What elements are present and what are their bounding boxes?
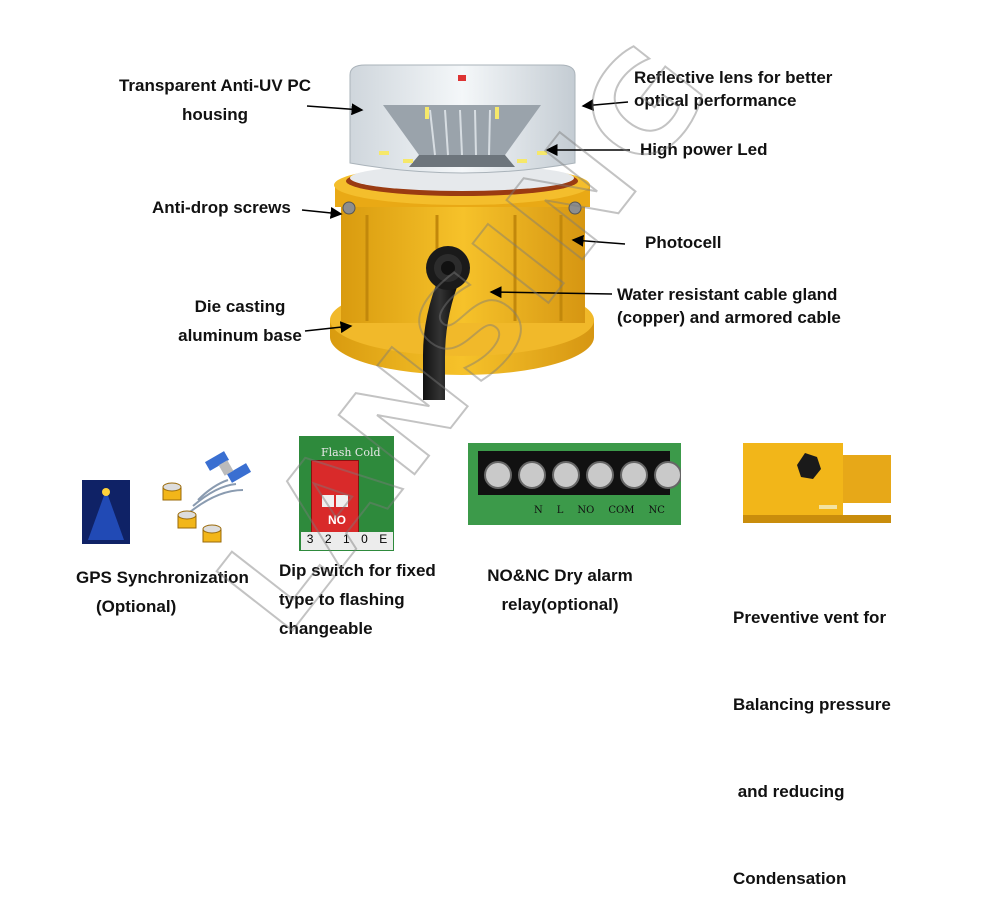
relay-labels: N L NO COM NC xyxy=(534,505,665,516)
relay-label: COM xyxy=(608,505,635,516)
feature-relay-line1: NO&NC Dry alarm xyxy=(487,566,633,585)
relay-terminals xyxy=(484,461,681,489)
feature-relay: NO&NC Dry alarm relay(optional) xyxy=(470,564,650,616)
dip-no-text: NO xyxy=(328,513,346,527)
dip-digit: 3 xyxy=(306,532,314,546)
feature-vent-line2: Balancing pressure xyxy=(733,695,891,714)
feature-dip-line3: changeable xyxy=(279,619,373,638)
callout-photocell-line1: Photocell xyxy=(645,233,722,252)
callout-led-line1: High power Led xyxy=(640,140,768,159)
callout-gland-line2: (copper) and armored cable xyxy=(617,308,841,327)
dip-digit: 2 xyxy=(324,532,332,546)
callout-screws: Anti-drop screws xyxy=(152,196,291,219)
callout-base-line1: Die casting xyxy=(194,297,286,316)
relay-label: N xyxy=(534,505,543,516)
relay-label: NO xyxy=(577,505,595,516)
callout-reflective-line1: Reflective lens for better xyxy=(634,68,833,87)
callout-base-line2: aluminum base xyxy=(178,326,302,345)
feature-vent: Preventive vent for Balancing pressure a… xyxy=(733,545,891,922)
vent-image xyxy=(743,433,891,523)
relay-label: L xyxy=(556,505,564,516)
feature-gps: GPS Synchronization (Optional) xyxy=(76,566,249,618)
feature-dip-line2: type to flashing xyxy=(279,590,405,609)
feature-vent-line1: Preventive vent for xyxy=(733,608,887,627)
dip-bottom-digits: 3 2 1 0 E xyxy=(301,532,393,550)
aviation-light-image xyxy=(330,64,594,400)
feature-gps-line1: GPS Synchronization xyxy=(76,568,249,587)
callout-gland-line1: Water resistant cable gland xyxy=(617,285,838,304)
feature-dip-line1: Dip switch for fixed xyxy=(279,561,436,580)
dip-top-text: Flash Cold xyxy=(321,446,381,459)
dip-switch-image: Flash Cold NO 3 2 1 0 E xyxy=(299,436,394,551)
callout-housing-line2: housing xyxy=(181,105,249,124)
callout-reflective: Reflective lens for better optical perfo… xyxy=(634,66,832,112)
relay-image: N L NO COM NC xyxy=(468,443,681,525)
dip-switch-body: NO xyxy=(311,460,359,534)
feature-vent-line4: Condensation xyxy=(733,869,847,888)
callout-screws-line1: Anti-drop screws xyxy=(152,198,291,217)
dip-digit: E xyxy=(379,532,388,546)
feature-vent-line3: and reducing xyxy=(733,782,845,801)
callout-housing-line1: Transparent Anti-UV PC xyxy=(118,76,312,95)
feature-relay-line2: relay(optional) xyxy=(501,595,619,614)
callout-photocell: Photocell xyxy=(645,231,722,254)
feature-gps-line2: (Optional) xyxy=(96,597,177,616)
callout-gland: Water resistant cable gland (copper) and… xyxy=(617,283,841,329)
relay-label: NC xyxy=(648,505,665,516)
dip-digit: 0 xyxy=(361,532,368,546)
callout-reflective-line2: optical performance xyxy=(634,91,797,110)
callout-base: Die casting aluminum base xyxy=(170,295,310,347)
callout-led: High power Led xyxy=(640,138,768,161)
gps-image xyxy=(82,451,252,544)
dip-digit: 1 xyxy=(342,532,350,546)
callout-housing: Transparent Anti-UV PC housing xyxy=(108,74,322,126)
feature-dip: Dip switch for fixed type to flashing ch… xyxy=(279,556,436,643)
satellite-icon xyxy=(204,451,252,483)
